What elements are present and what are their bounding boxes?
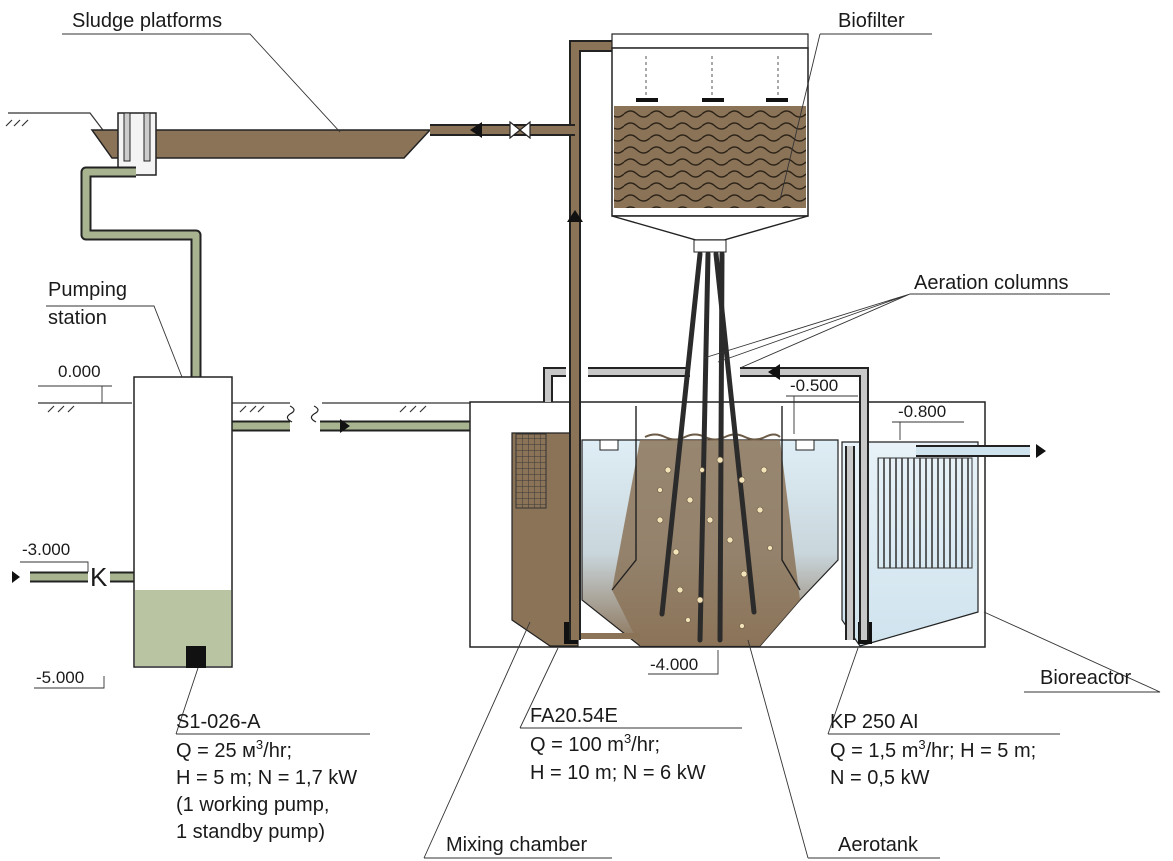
level-aerotank-water: -0.500: [790, 376, 838, 395]
label-biofilter: Biofilter: [838, 10, 905, 32]
leader-lines: [20, 33, 1161, 859]
pump-3-flow-prefix: Q = 1,5 m: [830, 740, 918, 762]
label-aerotank: Aerotank: [838, 834, 919, 856]
flow-arrow-bioreactor: [768, 364, 780, 380]
label-pumping-station-line1: Pumping: [48, 279, 127, 301]
pump-1-flow: Q = 25 м3/hr;: [176, 737, 292, 762]
flow-arrow-to-mixing: [340, 419, 350, 433]
pump-2-flow-sup: 3: [624, 731, 631, 746]
pump-2-line-1: H = 10 m; N = 6 kW: [530, 762, 706, 784]
return-pipes: [430, 40, 1030, 640]
flow-arrow-up: [567, 210, 583, 222]
label-bioreactor: Bioreactor: [1040, 667, 1131, 689]
label-mixing-chamber: Mixing chamber: [446, 834, 588, 856]
pump-2-flow: Q = 100 m3/hr;: [530, 731, 660, 756]
pump-1-model: S1-026-A: [176, 711, 261, 733]
label-sludge-platforms: Sludge platforms: [72, 10, 222, 32]
valve-icon: [509, 120, 531, 140]
level-pump-bottom: -5.000: [36, 668, 84, 687]
level-outlet: -0.800: [898, 402, 946, 421]
pump-1-flow-suffix: /hr;: [263, 740, 292, 762]
pump-3-line-1: N = 0,5 kW: [830, 767, 930, 789]
pump-2-flow-prefix: Q = 100 m: [530, 734, 624, 756]
pump-1-line-3: 1 standby pump): [176, 821, 325, 843]
pump-1-line-1: H = 5 m; N = 1,7 kW: [176, 767, 357, 789]
pump-3-model: KP 250 AI: [830, 711, 919, 733]
label-aeration-columns: Aeration columns: [914, 272, 1069, 294]
pump-1-line-2: (1 working pump,: [176, 794, 329, 816]
pump-1-flow-prefix: Q = 25 м: [176, 740, 256, 762]
valve-symbol-k: K: [90, 562, 108, 592]
ground-lines: [5, 112, 470, 413]
pumping-station: [133, 376, 233, 668]
level-ground: 0.000: [58, 362, 101, 381]
pump-2-model: FA20.54E: [530, 705, 618, 727]
level-tank-bottom: -4.000: [650, 655, 698, 674]
pump-3-flow-sup: 3: [918, 737, 925, 752]
sludge-platform: [90, 112, 432, 176]
pump-2-flow-suffix: /hr;: [631, 734, 660, 756]
level-inlet: -3.000: [22, 540, 70, 559]
pump-3-flow-suffix: /hr; H = 5 m;: [926, 740, 1037, 762]
pump-3-flow: Q = 1,5 m3/hr; H = 5 m;: [830, 737, 1036, 762]
flow-arrow-outlet: [1036, 444, 1046, 458]
aeration-columns: [659, 251, 757, 643]
aeration-bubbles: [656, 456, 773, 629]
biofilter: [611, 33, 809, 253]
flow-arrow-inlet: [12, 571, 20, 583]
treatment-tank: [469, 401, 986, 648]
label-pumping-station-line2: station: [48, 307, 107, 329]
flow-arrow-return: [470, 122, 482, 138]
pump-1-flow-sup: 3: [256, 737, 263, 752]
